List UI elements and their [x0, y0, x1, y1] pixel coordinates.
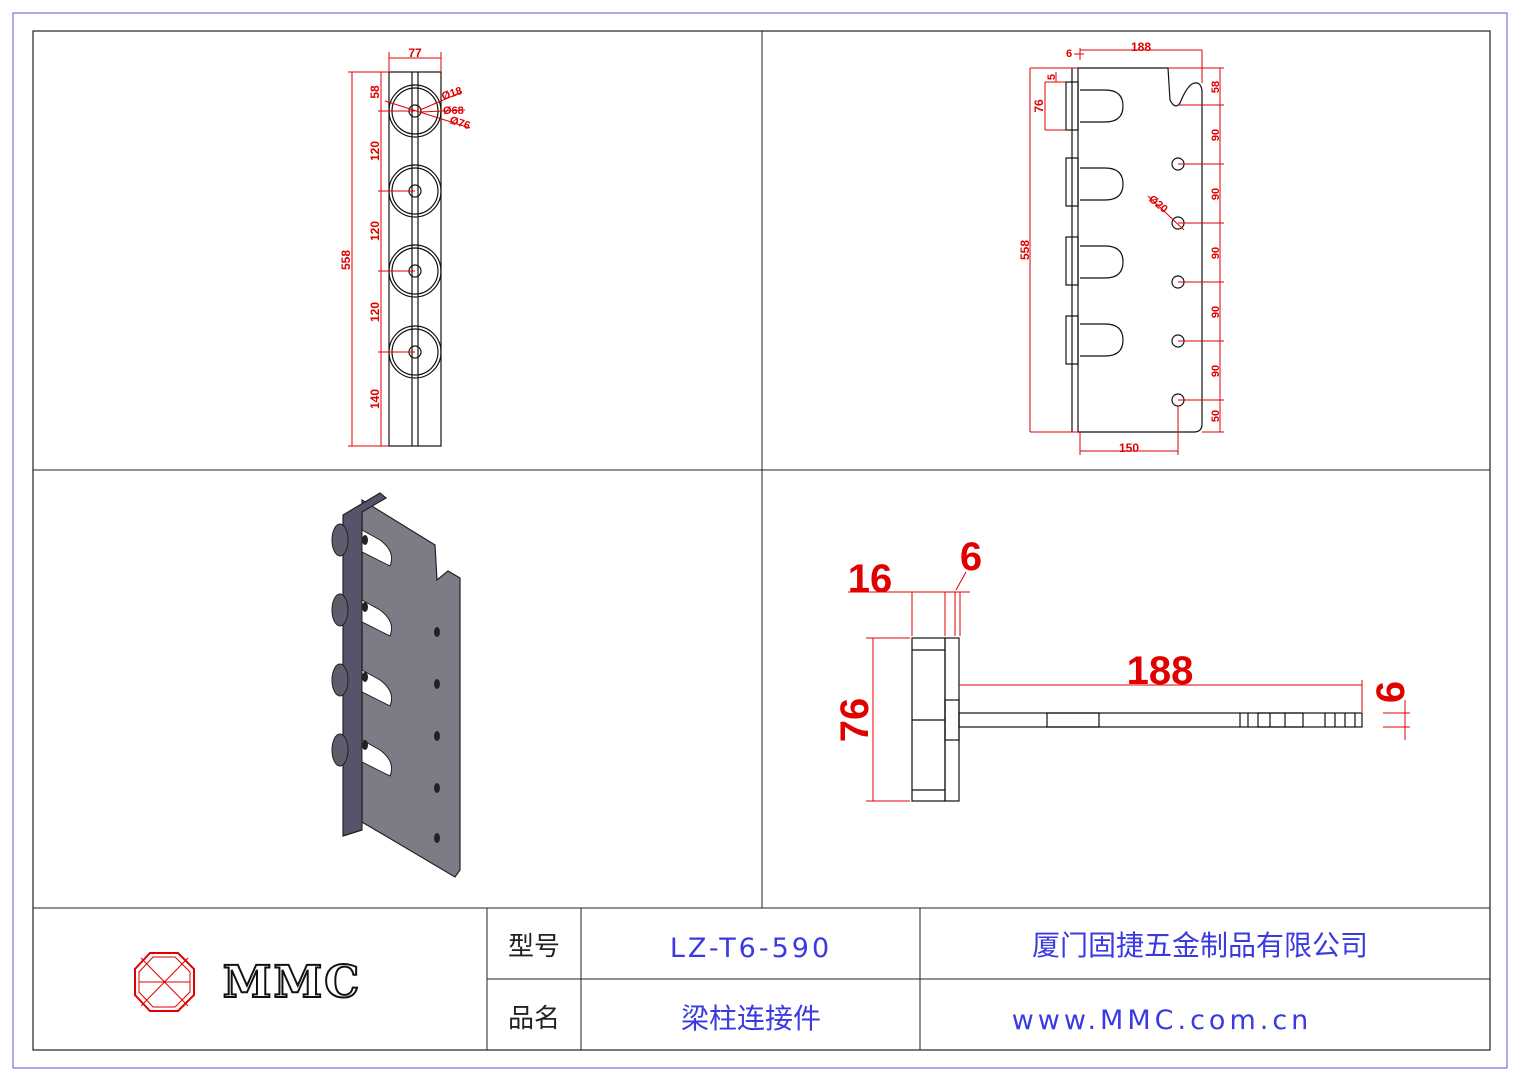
dim-120: 120: [368, 141, 382, 161]
dim-hole-dia: Ø20: [1146, 193, 1170, 216]
dim-length: 188: [1127, 649, 1194, 693]
dim-dia-68: Ø68: [443, 105, 464, 117]
model-value: LZ-T6-590: [670, 933, 832, 964]
dim-bolt-height: 76: [1032, 99, 1046, 113]
dim-58: 58: [1210, 81, 1222, 93]
dim-total: 558: [1018, 240, 1032, 260]
dim-90: 90: [1210, 306, 1222, 318]
dim-90: 90: [1210, 247, 1222, 259]
front-view: 77 558 58 120 120 120 140 Ø18 Ø68 Ø76: [339, 46, 472, 447]
dim-depth: 188: [1131, 40, 1151, 54]
dim-50: 50: [1210, 410, 1222, 422]
dim-120: 120: [368, 221, 382, 241]
dim-90: 90: [1210, 188, 1222, 200]
logo-text: MMC: [223, 957, 361, 1008]
dim-offset: 5: [1046, 74, 1058, 80]
dim-plate: 6: [960, 535, 982, 579]
website: www.MMC.com.cn: [1012, 1005, 1313, 1036]
dim-90: 90: [1210, 129, 1222, 141]
name-label: 品名: [508, 1004, 560, 1034]
dim-bottom: 150: [1119, 441, 1139, 455]
outer-border: [12, 12, 1508, 1069]
dim-width: 77: [408, 46, 422, 60]
dim-90: 90: [1210, 365, 1222, 377]
isometric-view: [331, 492, 461, 878]
model-label: 型号: [508, 932, 560, 962]
name-value: 梁柱连接件: [681, 1002, 821, 1035]
dim-dia-76: Ø76: [448, 114, 471, 132]
company-name: 厦门固捷五金制品有限公司: [1032, 929, 1368, 962]
dim-total: 558: [339, 250, 353, 270]
dim-120: 120: [368, 302, 382, 322]
dim-dia-18: Ø18: [440, 85, 463, 103]
top-view: 16 6 188 76 6: [833, 535, 1413, 802]
dim-height: 76: [833, 698, 877, 743]
mmc-logo: MMC: [134, 952, 361, 1012]
dim-58: 58: [368, 85, 382, 99]
dim-140: 140: [368, 389, 382, 409]
dim-head: 16: [848, 557, 893, 601]
side-view: 6 188 5 76 558 58 90 90 90 90 90 50 Ø20 …: [1018, 40, 1224, 455]
dim-thickness: 6: [1066, 48, 1072, 60]
dim-thickness: 6: [1369, 681, 1413, 703]
